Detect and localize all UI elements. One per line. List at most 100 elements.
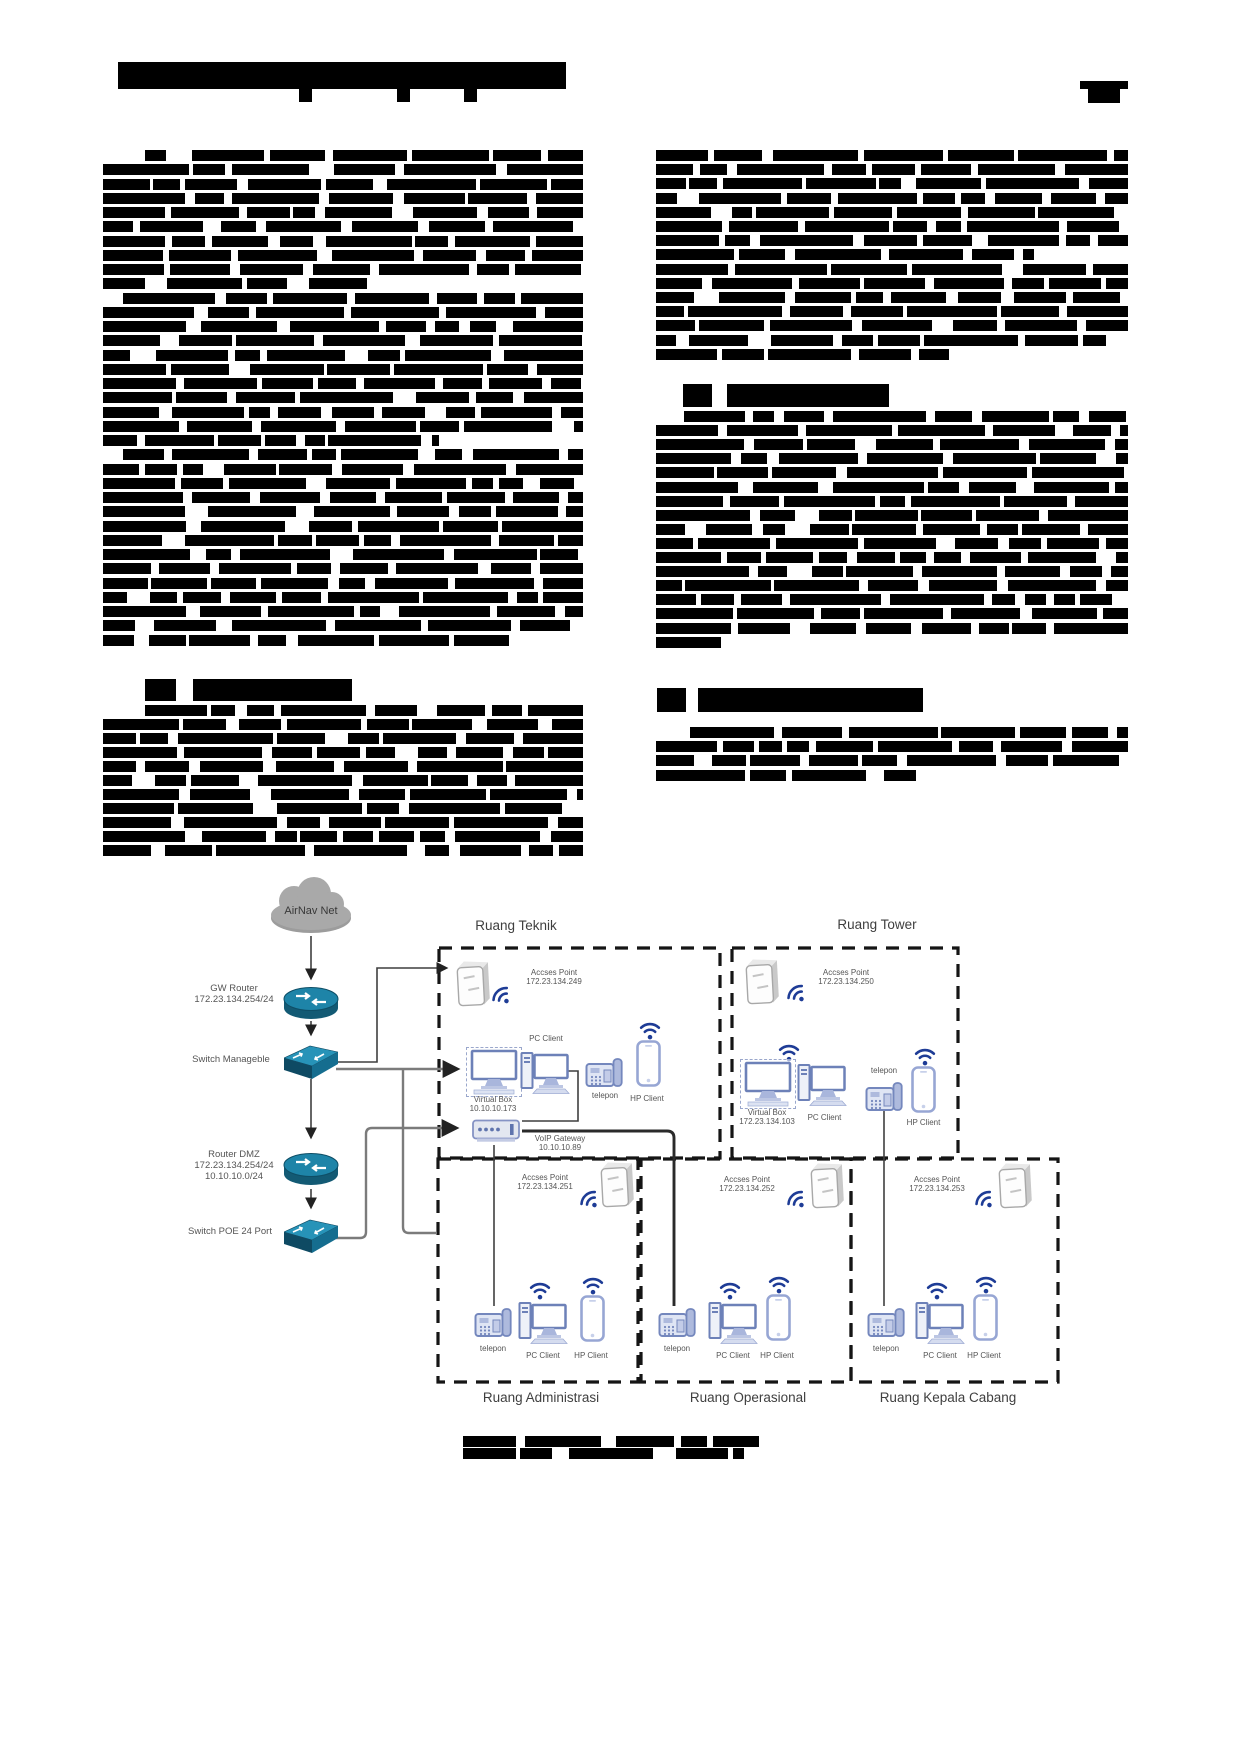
telepon-tower-label: telepon [870, 1066, 898, 1075]
redacted-text-line [656, 292, 1128, 303]
ruang-tower-title: Ruang Tower [837, 917, 917, 932]
redacted-text-line [656, 481, 1128, 493]
redacted-text-line [656, 755, 1128, 767]
paper-title-redacted [299, 88, 312, 102]
redacted-text-line [656, 636, 729, 648]
right-subheading-redacted [657, 688, 686, 712]
redacted-text-line [656, 263, 1128, 275]
redacted-text-line [103, 321, 583, 332]
wifi-icon [766, 1270, 792, 1296]
redacted-text-line [145, 705, 583, 716]
redacted-text-line [103, 164, 583, 176]
wifi-icon [778, 975, 815, 1012]
pc-client-teknik-icon [520, 1050, 570, 1094]
redacted-text-line [103, 845, 583, 856]
redacted-text-line [656, 334, 1128, 346]
redacted-text-line [656, 277, 1128, 289]
redacted-text-line [690, 727, 1128, 738]
wifi-icon [527, 1276, 553, 1302]
redacted-text-line [656, 580, 1128, 592]
ruang-teknik-title: Ruang Teknik [475, 918, 557, 933]
redacted-text-line [103, 392, 583, 404]
wifi-icon [483, 977, 520, 1014]
right-section-heading-redacted [683, 384, 712, 407]
wifi-icon [571, 1181, 608, 1218]
left-section-heading-redacted [193, 679, 352, 701]
hp-client-kc-label: HP Client [967, 1351, 1001, 1360]
redacted-text-line [103, 349, 583, 361]
redacted-text-line [656, 439, 1128, 451]
pc-client-kc-icon [915, 1300, 965, 1344]
redacted-text-line [103, 563, 583, 575]
redacted-text-line [103, 420, 583, 432]
router-dmz-icon [283, 1152, 339, 1188]
hp-client-tower-icon [911, 1066, 936, 1113]
redacted-text-line [103, 178, 583, 190]
pc-client-adm-icon [518, 1300, 568, 1344]
redacted-text-line [103, 221, 583, 233]
pc-client-tower-icon [797, 1062, 847, 1106]
redacted-text-line [103, 747, 583, 758]
access-point-249-icon [456, 959, 492, 1009]
access-point-250-icon [745, 957, 781, 1007]
redacted-text-line [656, 622, 1128, 634]
redacted-text-line [103, 264, 583, 275]
redacted-text-line [656, 206, 1128, 218]
redacted-text-line [656, 509, 1128, 521]
redacted-text-line [103, 789, 583, 800]
redacted-text-line [463, 1436, 775, 1447]
redacted-text-line [656, 221, 1128, 232]
redacted-text-line [103, 803, 583, 814]
ruang-operasional-label: Ruang Operasional [689, 1390, 807, 1405]
redacted-text-line [103, 363, 583, 375]
wifi-icon [912, 1042, 938, 1068]
redacted-text-line [103, 278, 367, 290]
pc-client-tower-label: PC Client [807, 1113, 842, 1122]
redacted-text-line [656, 192, 1128, 204]
switchm-to-ap-teknik-connector [336, 962, 449, 1063]
telepon-tower-icon [865, 1080, 903, 1112]
hp-client-ops-icon [766, 1294, 791, 1341]
redacted-text-line [656, 467, 1128, 479]
redacted-text-line [656, 320, 1128, 332]
redacted-text-line [656, 348, 949, 360]
pc-client-teknik-label: PC Client [529, 1034, 563, 1043]
redacted-text-line [684, 411, 1128, 422]
virtualbox-teknik-icon [466, 1047, 522, 1097]
redacted-text-line [656, 425, 1128, 437]
redacted-text-line [656, 741, 1128, 753]
redacted-text-line [103, 406, 583, 418]
redacted-text-line [103, 634, 511, 646]
ruang-kepala-cabang-label: Ruang Kepala Cabang [879, 1390, 1017, 1405]
redacted-text-line [103, 831, 583, 842]
switch-manageble-icon [284, 1040, 338, 1080]
virtualbox-tower-icon [740, 1059, 796, 1109]
redacted-text-line [103, 733, 583, 744]
redacted-text-line [656, 249, 1034, 261]
redacted-text-line [656, 306, 1128, 318]
right-subheading-redacted [698, 688, 923, 712]
hp-client-tower-label: HP Client [906, 1118, 941, 1127]
wifi-icon [966, 1181, 1003, 1218]
redacted-text-line [656, 566, 1128, 578]
paper-title-redacted [118, 62, 566, 89]
hp-client-adm-icon [580, 1295, 605, 1342]
paper-title-redacted [397, 88, 410, 102]
redacted-text-line [103, 192, 583, 204]
paper-title-redacted [464, 88, 477, 102]
wifi-icon [778, 1181, 815, 1218]
wifi-icon [637, 1016, 663, 1042]
redacted-text-line [103, 549, 583, 560]
redacted-text-line [656, 537, 1128, 549]
access-point-253-icon [998, 1161, 1034, 1211]
redacted-text-line [103, 534, 583, 546]
redacted-text-line [145, 150, 583, 161]
redacted-text-line [103, 435, 439, 446]
redacted-text-line [103, 249, 583, 261]
wifi-icon [580, 1271, 606, 1297]
